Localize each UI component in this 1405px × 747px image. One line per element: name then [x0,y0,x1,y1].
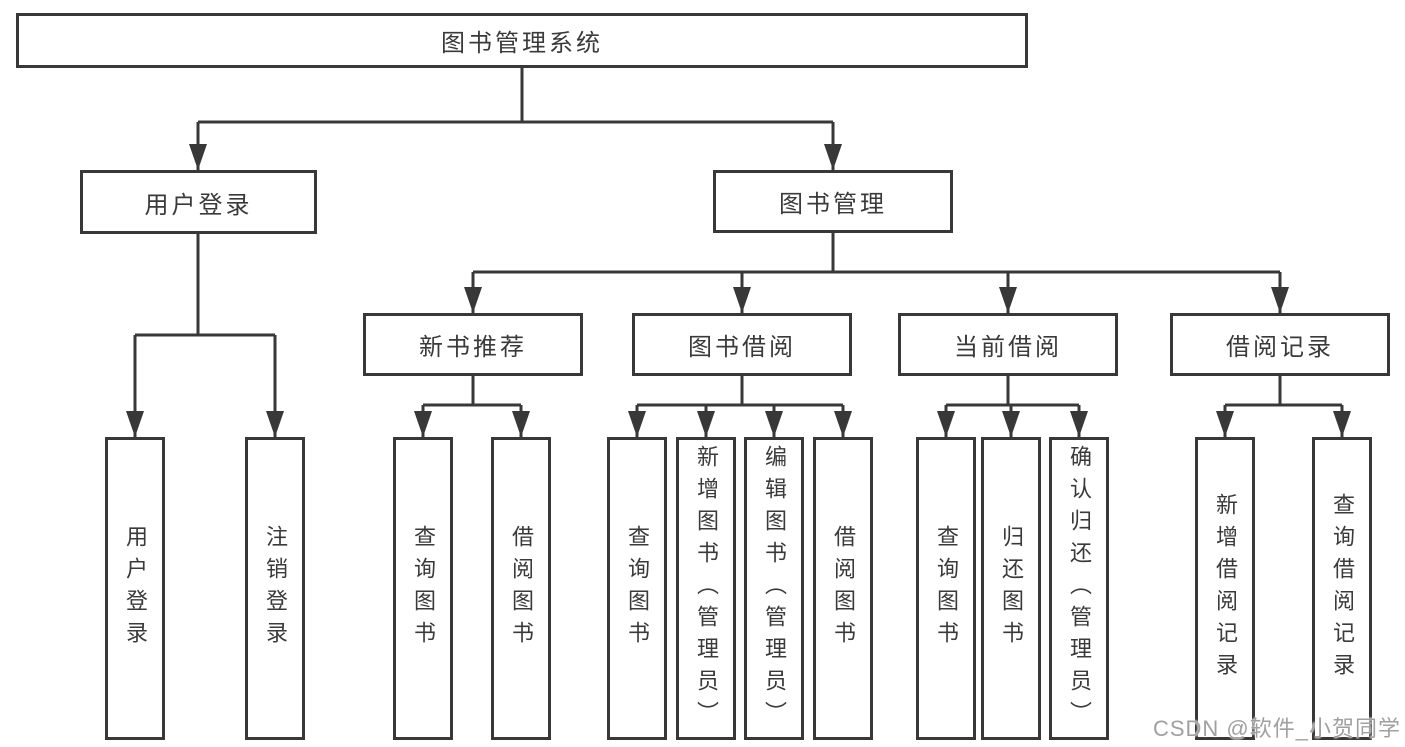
node-library-system: 图书管理系统 [16,13,1028,68]
csdn-watermark: CSDN @软件_小贺同学 [1152,716,1401,741]
leaf-confirm-return-admin: 确认归还（管理员） [1049,437,1109,740]
node-borrow-records: 借阅记录 [1170,313,1390,376]
leaf-user-login: 用户登录 [105,437,165,740]
leaf-borrow-query-books-label: 查询图书 [625,524,650,653]
node-book-management: 图书管理 [713,170,953,233]
connector-records-children [1216,376,1351,437]
connector-root-to-level1 [189,68,842,170]
leaf-recommend-query-books: 查询图书 [393,437,453,740]
leaf-user-login-label: 用户登录 [123,524,148,653]
leaf-query-borrow-record-label: 查询借阅记录 [1330,492,1355,685]
connector-current-children [937,376,1088,437]
connector-book-management-children [464,233,1289,313]
leaf-recommend-query-books-label: 查询图书 [411,524,436,653]
leaf-borrow-query-books: 查询图书 [607,437,667,740]
node-user-login: 用户登录 [80,170,317,234]
connector-user-login-children [126,234,284,437]
leaf-confirm-return-admin-label: 确认归还（管理员） [1067,444,1092,733]
leaf-borrow-books-label: 借阅图书 [831,524,856,653]
leaf-current-query-books-label: 查询图书 [934,524,959,653]
leaf-query-borrow-record: 查询借阅记录 [1312,437,1372,740]
leaf-add-book-admin: 新增图书（管理员） [676,437,736,740]
leaf-recommend-borrow-books-label: 借阅图书 [509,524,534,653]
leaf-add-borrow-record: 新增借阅记录 [1195,437,1255,740]
leaf-logout: 注销登录 [245,437,305,740]
node-new-book-recommend: 新书推荐 [363,313,583,376]
connector-recommend-children [414,376,530,437]
leaf-recommend-borrow-books: 借阅图书 [491,437,551,740]
leaf-add-borrow-record-label: 新增借阅记录 [1213,492,1238,685]
node-current-borrow: 当前借阅 [898,313,1118,376]
leaf-return-books-label: 归还图书 [999,524,1024,653]
leaf-add-book-admin-label: 新增图书（管理员） [694,444,719,733]
connector-borrow-children [628,376,852,437]
leaf-edit-book-admin-label: 编辑图书（管理员） [762,444,787,733]
leaf-borrow-books: 借阅图书 [813,437,873,740]
leaf-edit-book-admin: 编辑图书（管理员） [744,437,804,740]
leaf-current-query-books: 查询图书 [916,437,976,740]
leaf-return-books: 归还图书 [981,437,1041,740]
node-book-borrow: 图书借阅 [632,313,852,376]
leaf-logout-label: 注销登录 [263,524,288,653]
